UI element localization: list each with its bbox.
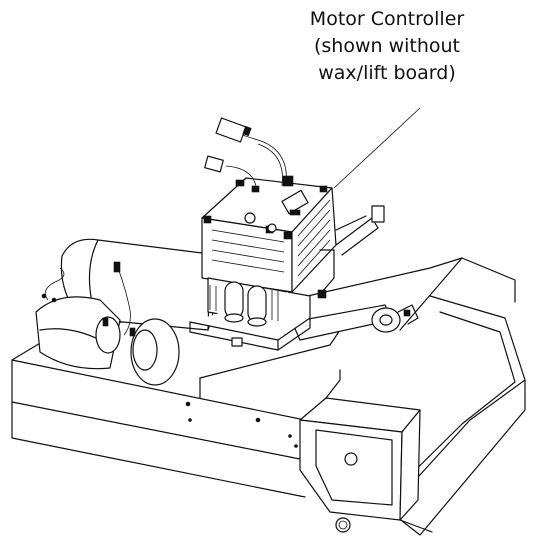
callout-label: Motor Controller (shown without wax/lift… bbox=[262, 6, 512, 87]
controller-cables bbox=[204, 117, 294, 193]
front-end-cap bbox=[299, 369, 421, 533]
side-rail-holes bbox=[185, 401, 298, 448]
treadmill-frame bbox=[11, 257, 526, 536]
rear-roller bbox=[291, 304, 419, 341]
motor-controller bbox=[189, 177, 411, 351]
callout-line-3: wax/lift board) bbox=[318, 62, 456, 84]
drive-motor bbox=[35, 238, 217, 386]
callout-line-1: Motor Controller bbox=[309, 8, 465, 30]
callout-line-2: (shown without bbox=[313, 35, 461, 57]
